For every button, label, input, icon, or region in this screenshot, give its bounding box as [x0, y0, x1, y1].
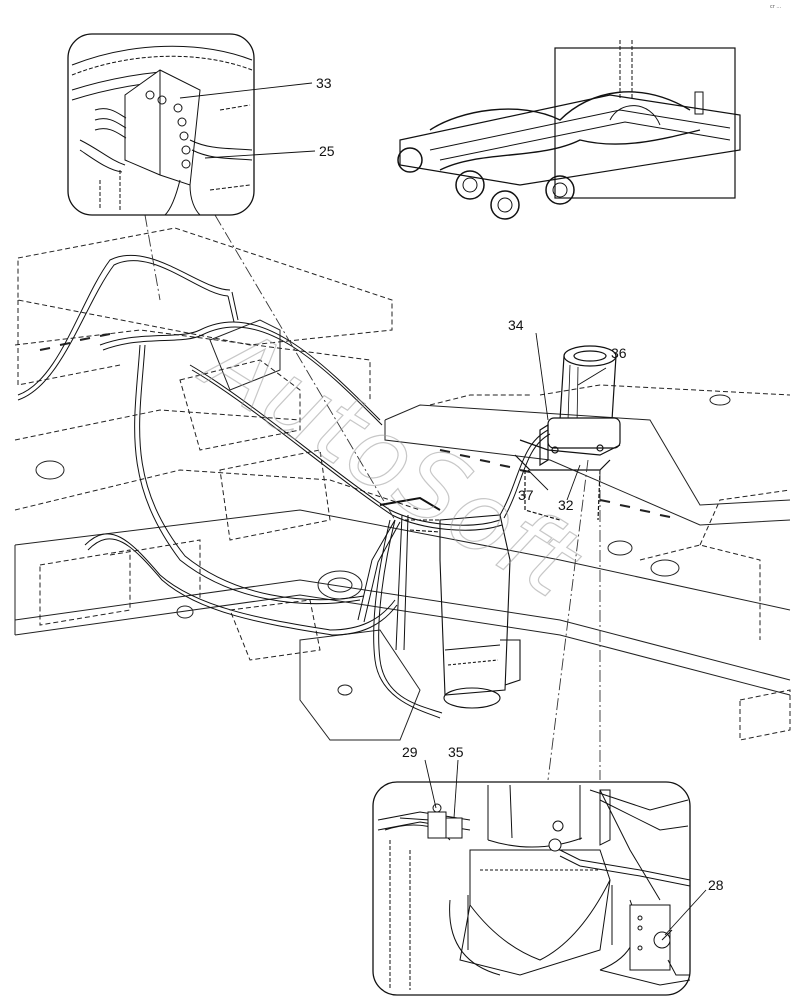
detail-view-reservoir: [372, 781, 691, 996]
callout-28: 28: [708, 877, 724, 893]
chassis-frame: [14, 227, 791, 741]
callout-32: 32: [558, 497, 574, 513]
overview-thumbnail: [397, 40, 741, 220]
callout-33: 33: [316, 75, 332, 91]
callout-37: 37: [518, 487, 534, 503]
detail-view-valve-block: [67, 33, 255, 216]
callout-leaders: [179, 82, 707, 936]
callout-labels: 33 25 34 36 37 32 29 35 28: [316, 75, 724, 893]
callout-29: 29: [402, 744, 418, 760]
callout-35: 35: [448, 744, 464, 760]
detail-leaders: [144, 214, 601, 781]
corner-mark: cr ...: [770, 4, 782, 10]
callout-25: 25: [319, 143, 335, 159]
hydraulic-lines: [17, 254, 551, 719]
callout-36: 36: [611, 345, 627, 361]
callout-34: 34: [508, 317, 524, 333]
